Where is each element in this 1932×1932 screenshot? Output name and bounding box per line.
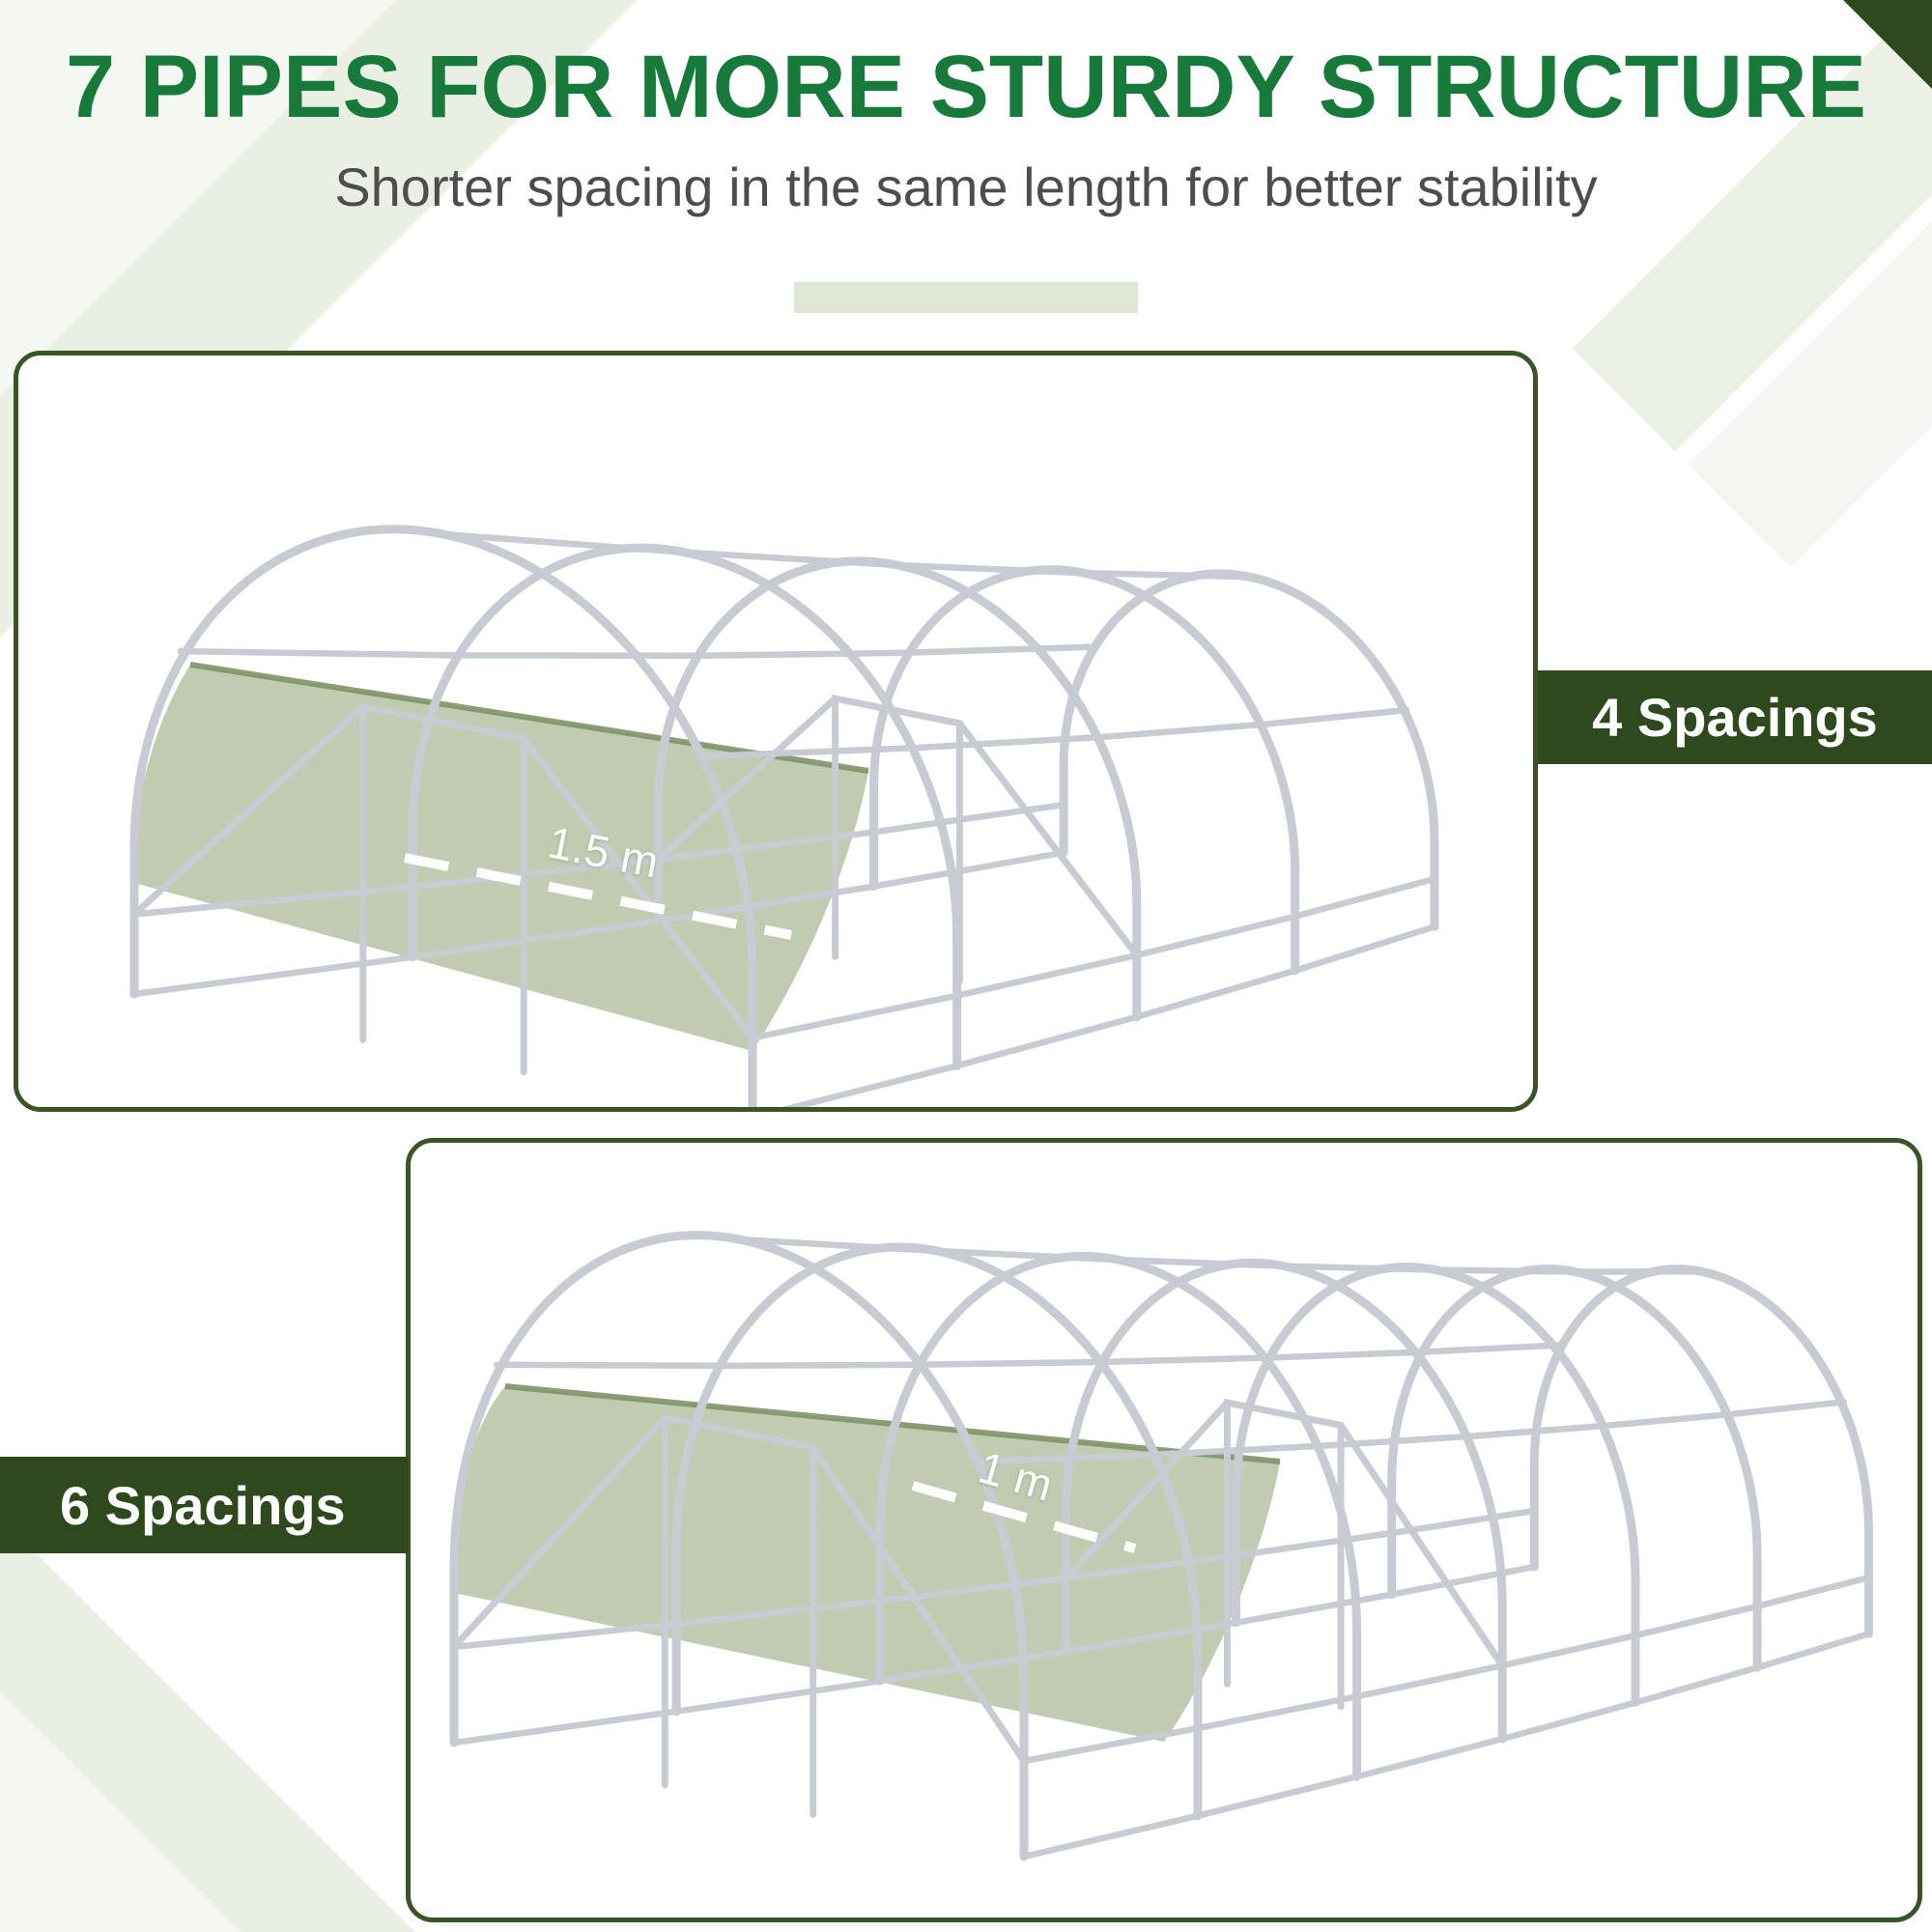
comparison-panel-4-spacings: 1.5 m <box>14 351 1538 1112</box>
greenhouse-frame-6-spacings-illustration <box>449 1231 1873 1861</box>
accent-bar <box>794 282 1138 313</box>
page-subtitle: Shorter spacing in the same length for b… <box>334 156 1598 217</box>
page-title: 7 PIPES FOR MORE STURDY STRUCTURE <box>65 38 1867 136</box>
greenhouse-frame-4-spacings-illustration <box>129 525 1439 1107</box>
comparison-panel-6-spacings: 1 m <box>406 1138 1922 1922</box>
header: 7 PIPES FOR MORE STURDY STRUCTURE Shorte… <box>0 41 1932 218</box>
badge-4-spacings: 4 Spacings <box>1538 670 1932 764</box>
badge-6-spacings: 6 Spacings <box>0 1457 409 1553</box>
